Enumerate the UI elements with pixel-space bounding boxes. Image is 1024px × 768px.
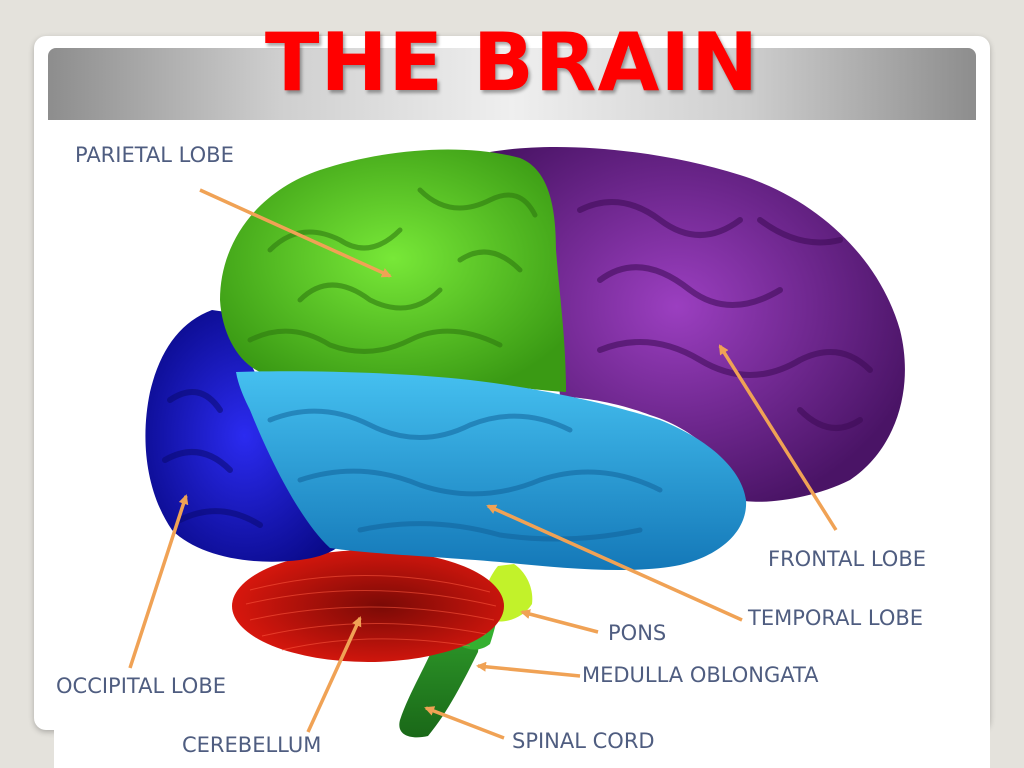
parietal-arrow <box>199 188 392 278</box>
medulla-oblongata-label: MEDULLA OBLONGATA <box>582 663 819 687</box>
cerebellum-label: CEREBELLUM <box>182 733 321 757</box>
cerebellum-arrow <box>306 616 362 733</box>
parietal-lobe-label: PARIETAL LOBE <box>75 143 234 167</box>
frontal-lobe-label: FRONTAL LOBE <box>768 547 926 571</box>
cerebellum-folia <box>245 575 497 651</box>
occipital-arrow <box>128 494 189 669</box>
title-bar <box>48 48 976 120</box>
pons-arrow <box>520 609 599 634</box>
frontal-arrow <box>718 344 838 531</box>
temporal-arrow <box>486 504 743 622</box>
parietal-lobe-region <box>220 149 566 392</box>
spinal-cord-arrow <box>424 706 505 740</box>
brain-diagram-svg: PARIETAL LOBE FRONTAL LOBE TEMPORAL LOBE… <box>56 143 926 757</box>
pons-label: PONS <box>608 621 666 645</box>
brain-diagram: PARIETAL LOBE FRONTAL LOBE TEMPORAL LOBE… <box>54 122 990 768</box>
pointer-arrows <box>128 188 838 740</box>
medulla-arrow <box>476 661 581 678</box>
occipital-lobe-label: OCCIPITAL LOBE <box>56 674 226 698</box>
gyri-texture <box>162 187 873 542</box>
temporal-lobe-label: TEMPORAL LOBE <box>747 606 923 630</box>
spinal-cord-region <box>399 624 479 738</box>
spinal-cord-label: SPINAL CORD <box>512 729 655 753</box>
cerebellum-region <box>232 550 504 662</box>
slide-title: THE BRAIN <box>264 16 760 109</box>
